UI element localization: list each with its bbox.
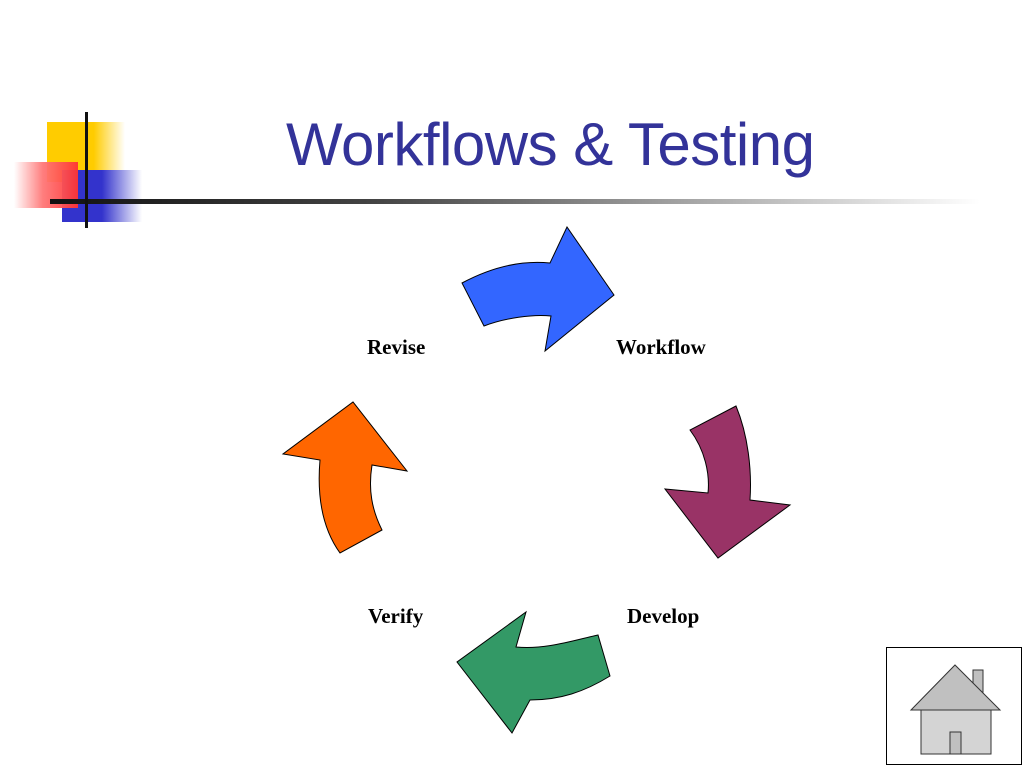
- step-label-revise: Revise: [367, 335, 426, 359]
- home-button[interactable]: [886, 647, 1022, 765]
- arrow-verify: [456, 610, 611, 734]
- home-door: [949, 731, 962, 755]
- slide-title: Workflows & Testing: [286, 111, 815, 178]
- step-label-workflow: Workflow: [616, 335, 706, 359]
- decor-vertical-line: [85, 112, 88, 228]
- step-label-verify: Verify: [368, 604, 424, 628]
- step-label-develop: Develop: [627, 604, 700, 628]
- arrow-workflow: [461, 226, 615, 353]
- title-decoration: [14, 112, 980, 228]
- arrow-develop: [663, 405, 792, 559]
- arrow-revise: [281, 401, 409, 554]
- home-roof: [909, 664, 1002, 711]
- home-icon: [909, 664, 1002, 755]
- title-divider-line: [50, 199, 980, 204]
